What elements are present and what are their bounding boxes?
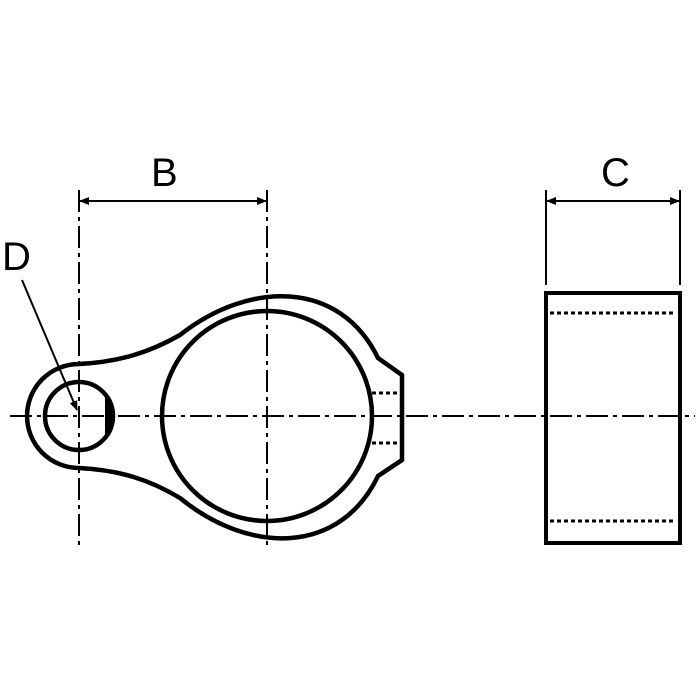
side-view-body: [544, 291, 682, 545]
hole-flat: [105, 394, 114, 438]
leader-d-arrow: [21, 279, 78, 411]
dimension-c-label: C: [601, 151, 630, 195]
dimension-b-label: B: [151, 151, 178, 195]
clamp-body-outline: [24, 294, 405, 541]
dimension-d-label: D: [2, 235, 31, 279]
ring-bore: [159, 308, 375, 524]
